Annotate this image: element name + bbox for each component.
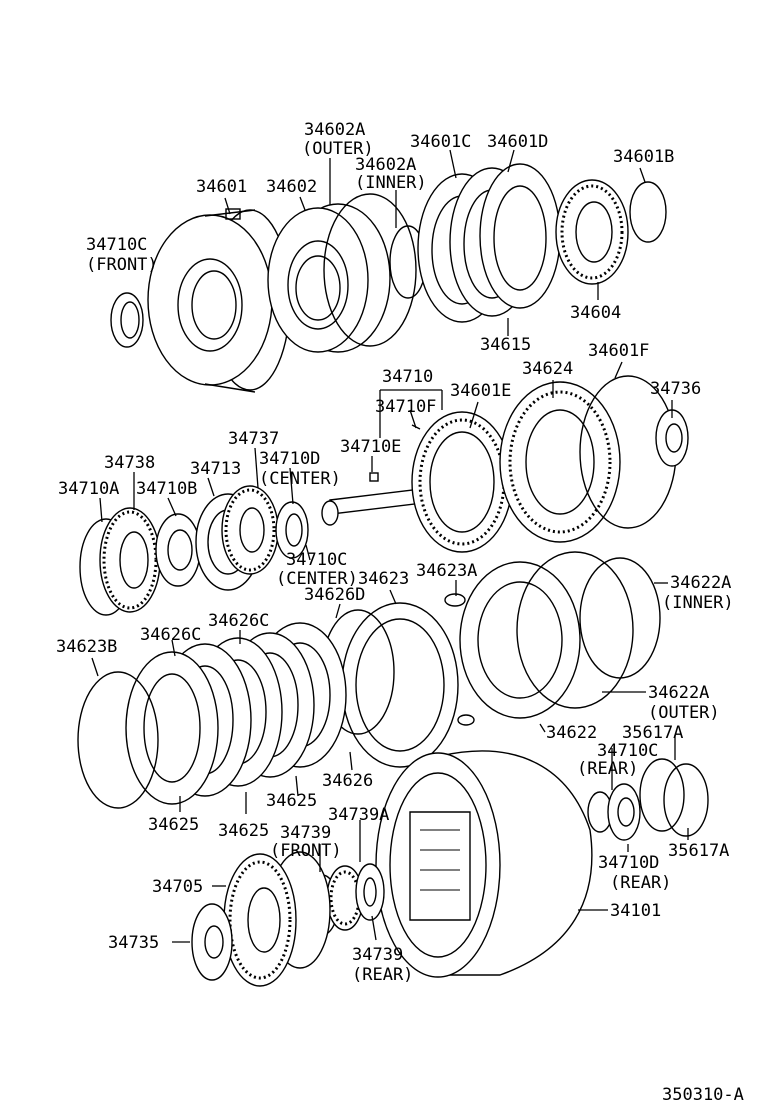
label-34601b: 34601B <box>613 147 674 167</box>
label-34601e: 34601E <box>450 381 511 401</box>
part-drawings <box>77 163 709 987</box>
label-34624: 34624 <box>522 359 573 379</box>
label-34602: 34602 <box>266 177 317 197</box>
label-34602a-inner-qualifier: (INNER) <box>355 173 427 193</box>
part-34710d-rear-bearing <box>607 783 641 841</box>
label-34101: 34101 <box>610 901 661 921</box>
label-34625-left: 34625 <box>148 815 199 835</box>
label-34622a-outer-qualifier: (OUTER) <box>648 703 720 723</box>
part-34101-case <box>375 750 593 978</box>
part-34601e-drum <box>411 411 513 553</box>
label-34602a-outer-qualifier: (OUTER) <box>302 139 374 159</box>
part-34604-roller-clutch <box>555 179 629 285</box>
label-35617a-top: 35617A <box>622 723 683 743</box>
label-34736: 34736 <box>650 379 701 399</box>
label-34739-front: 34739 <box>280 823 331 843</box>
label-34622: 34622 <box>546 723 597 743</box>
label-34601d: 34601D <box>487 132 548 152</box>
label-34601: 34601 <box>196 177 247 197</box>
part-34710e-pin <box>369 472 379 482</box>
part-34622a-outer-ring <box>516 551 634 709</box>
label-34739a: 34739A <box>328 805 389 825</box>
part-34623-retainer <box>341 602 459 768</box>
part-34625-34626-clutch-pack <box>125 622 347 805</box>
label-34626: 34626 <box>322 771 373 791</box>
part-34601-drum <box>147 208 291 393</box>
label-34739-rear: 34739 <box>352 945 403 965</box>
label-34710c-rear: 34710C <box>597 741 658 761</box>
label-34710d-rear: 34710D <box>598 853 659 873</box>
label-34710b: 34710B <box>136 479 197 499</box>
label-34710e: 34710E <box>340 437 401 457</box>
label-34710c-front-qualifier: (FRONT) <box>86 255 158 275</box>
label-34739-front-qualifier: (FRONT) <box>270 841 342 861</box>
label-34623: 34623 <box>358 569 409 589</box>
part-35617a-ring-1 <box>639 758 685 832</box>
part-35617a-ring-2 <box>663 763 709 837</box>
part-34736-plate <box>655 409 689 467</box>
label-35617a-bottom: 35617A <box>668 841 729 861</box>
part-34602-piston <box>267 203 391 353</box>
label-34622a-outer: 34622A <box>648 683 709 703</box>
part-34705-sun-gear <box>223 851 331 987</box>
label-34710f: 34710F <box>375 397 436 417</box>
part-34624-planetary <box>499 381 621 543</box>
part-34735-washer <box>191 903 233 981</box>
part-34710b-bearing <box>155 513 201 587</box>
label-34710a: 34710A <box>58 479 119 499</box>
label-34710: 34710 <box>382 367 433 387</box>
label-34710c-center: 34710C <box>286 550 347 570</box>
label-34625-center: 34625 <box>218 821 269 841</box>
label-34626d: 34626D <box>304 585 365 605</box>
part-labels: 34602A (OUTER) 34601C 34601D 34602A (INN… <box>56 120 734 985</box>
label-34601f: 34601F <box>588 341 649 361</box>
label-34623a: 34623A <box>416 561 477 581</box>
leader-lines <box>91 149 689 943</box>
label-34626c-left: 34626C <box>140 625 201 645</box>
label-34622a-inner: 34622A <box>670 573 731 593</box>
part-34623b-snap-ring <box>77 671 159 809</box>
label-34602a-outer: 34602A <box>304 120 365 140</box>
part-34710c-front-seal <box>110 292 144 348</box>
part-34622-piston <box>459 561 581 719</box>
diagram-id: 350310-A <box>662 1085 744 1105</box>
label-34713: 34713 <box>190 459 241 479</box>
part-34737-gear <box>221 485 279 575</box>
label-34710c-rear-qualifier: (REAR) <box>577 759 638 779</box>
label-34626c-right: 34626C <box>208 611 269 631</box>
label-34625-mid: 34625 <box>266 791 317 811</box>
label-34705: 34705 <box>152 877 203 897</box>
label-34739-rear-qualifier: (REAR) <box>352 965 413 985</box>
part-34602a-outer-ring <box>323 193 417 347</box>
label-34710c-front: 34710C <box>86 235 147 255</box>
label-34615: 34615 <box>480 335 531 355</box>
label-34710c-center-qualifier: (CENTER) <box>276 569 358 589</box>
label-34622a-inner-qualifier: (INNER) <box>662 593 734 613</box>
label-34604: 34604 <box>570 303 621 323</box>
label-34738: 34738 <box>104 453 155 473</box>
label-34737: 34737 <box>228 429 279 449</box>
label-34623b: 34623B <box>56 637 117 657</box>
label-34710d-center-qualifier: (CENTER) <box>259 469 341 489</box>
part-34601c-34601d-clutch-plates <box>417 163 561 323</box>
label-34710d-rear-qualifier: (REAR) <box>610 873 671 893</box>
label-34601c: 34601C <box>410 132 471 152</box>
label-34735: 34735 <box>108 933 159 953</box>
label-34602a-inner: 34602A <box>355 155 416 175</box>
part-34622a-inner-ring <box>579 557 661 679</box>
part-34601b-snap-ring <box>629 181 667 243</box>
part-34710d-center-bearing <box>275 501 309 559</box>
part-34738-gear <box>99 507 161 613</box>
label-34710d-center: 34710D <box>259 449 320 469</box>
